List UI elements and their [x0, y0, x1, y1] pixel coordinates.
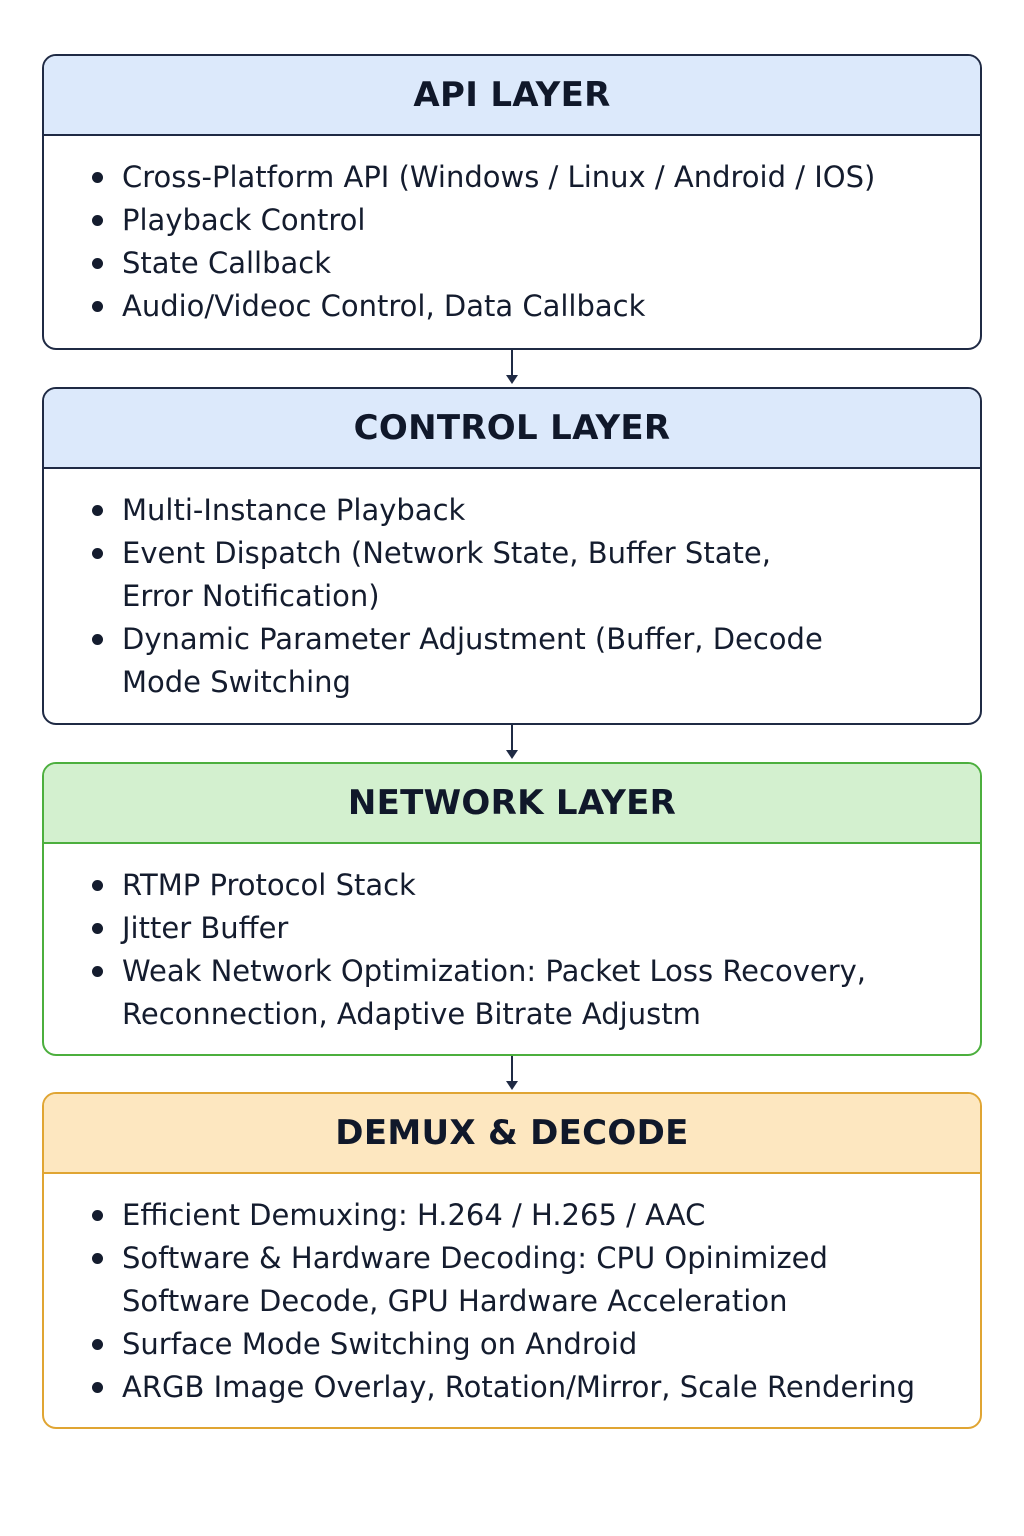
network-layer-body: RTMP Protocol Stack Jitter Buffer Weak N… — [44, 844, 980, 1036]
demux-decode-layer-body: Efficient Demuxing: H.264 / H.265 / AAC … — [44, 1174, 980, 1409]
control-layer-header: CONTROL LAYER — [44, 389, 980, 469]
api-layer-list: Cross-Platform API (Windows / Linux / An… — [90, 156, 940, 328]
arrow-down-icon — [505, 725, 519, 761]
list-item: Weak Network Optimization: Packet Loss R… — [90, 950, 940, 1036]
list-item: Multi-Instance Playback — [90, 489, 940, 532]
control-layer-box: CONTROL LAYER Multi-Instance Playback Ev… — [42, 387, 982, 725]
demux-decode-layer-title: DEMUX & DECODE — [335, 1113, 689, 1153]
list-item: Playback Control — [90, 199, 940, 242]
control-layer-body: Multi-Instance Playback Event Dispatch (… — [44, 469, 980, 704]
network-layer-list: RTMP Protocol Stack Jitter Buffer Weak N… — [90, 864, 940, 1036]
network-layer-title: NETWORK LAYER — [347, 783, 677, 823]
list-item: Event Dispatch (Network State, Buffer St… — [90, 532, 940, 618]
list-item: Software & Hardware Decoding: CPU Opinim… — [90, 1237, 940, 1323]
list-item: Audio/Videoc Control, Data Callback — [90, 285, 940, 328]
arrow-down-icon — [505, 350, 519, 386]
list-item: Efficient Demuxing: H.264 / H.265 / AAC — [90, 1194, 940, 1237]
demux-decode-layer-header: DEMUX & DECODE — [44, 1094, 980, 1174]
list-item: RTMP Protocol Stack — [90, 864, 940, 907]
network-layer-box: NETWORK LAYER RTMP Protocol Stack Jitter… — [42, 762, 982, 1056]
list-item: Jitter Buffer — [90, 907, 940, 950]
arrow-down-icon — [505, 1056, 519, 1092]
list-item: Surface Mode Switching on Android — [90, 1323, 940, 1366]
api-layer-header: API LAYER — [44, 56, 980, 136]
list-item: ARGB Image Overlay, Rotation/Mirror, Sca… — [90, 1366, 940, 1409]
demux-decode-layer-list: Efficient Demuxing: H.264 / H.265 / AAC … — [90, 1194, 940, 1409]
api-layer-title: API LAYER — [413, 75, 611, 115]
control-layer-title: CONTROL LAYER — [353, 408, 671, 448]
api-layer-body: Cross-Platform API (Windows / Linux / An… — [44, 136, 980, 328]
list-item: Dynamic Parameter Adjustment (Buffer, De… — [90, 618, 940, 704]
control-layer-list: Multi-Instance Playback Event Dispatch (… — [90, 489, 940, 704]
list-item: Cross-Platform API (Windows / Linux / An… — [90, 156, 940, 199]
list-item: State Callback — [90, 242, 940, 285]
demux-decode-layer-box: DEMUX & DECODE Efficient Demuxing: H.264… — [42, 1092, 982, 1429]
api-layer-box: API LAYER Cross-Platform API (Windows / … — [42, 54, 982, 350]
network-layer-header: NETWORK LAYER — [44, 764, 980, 844]
